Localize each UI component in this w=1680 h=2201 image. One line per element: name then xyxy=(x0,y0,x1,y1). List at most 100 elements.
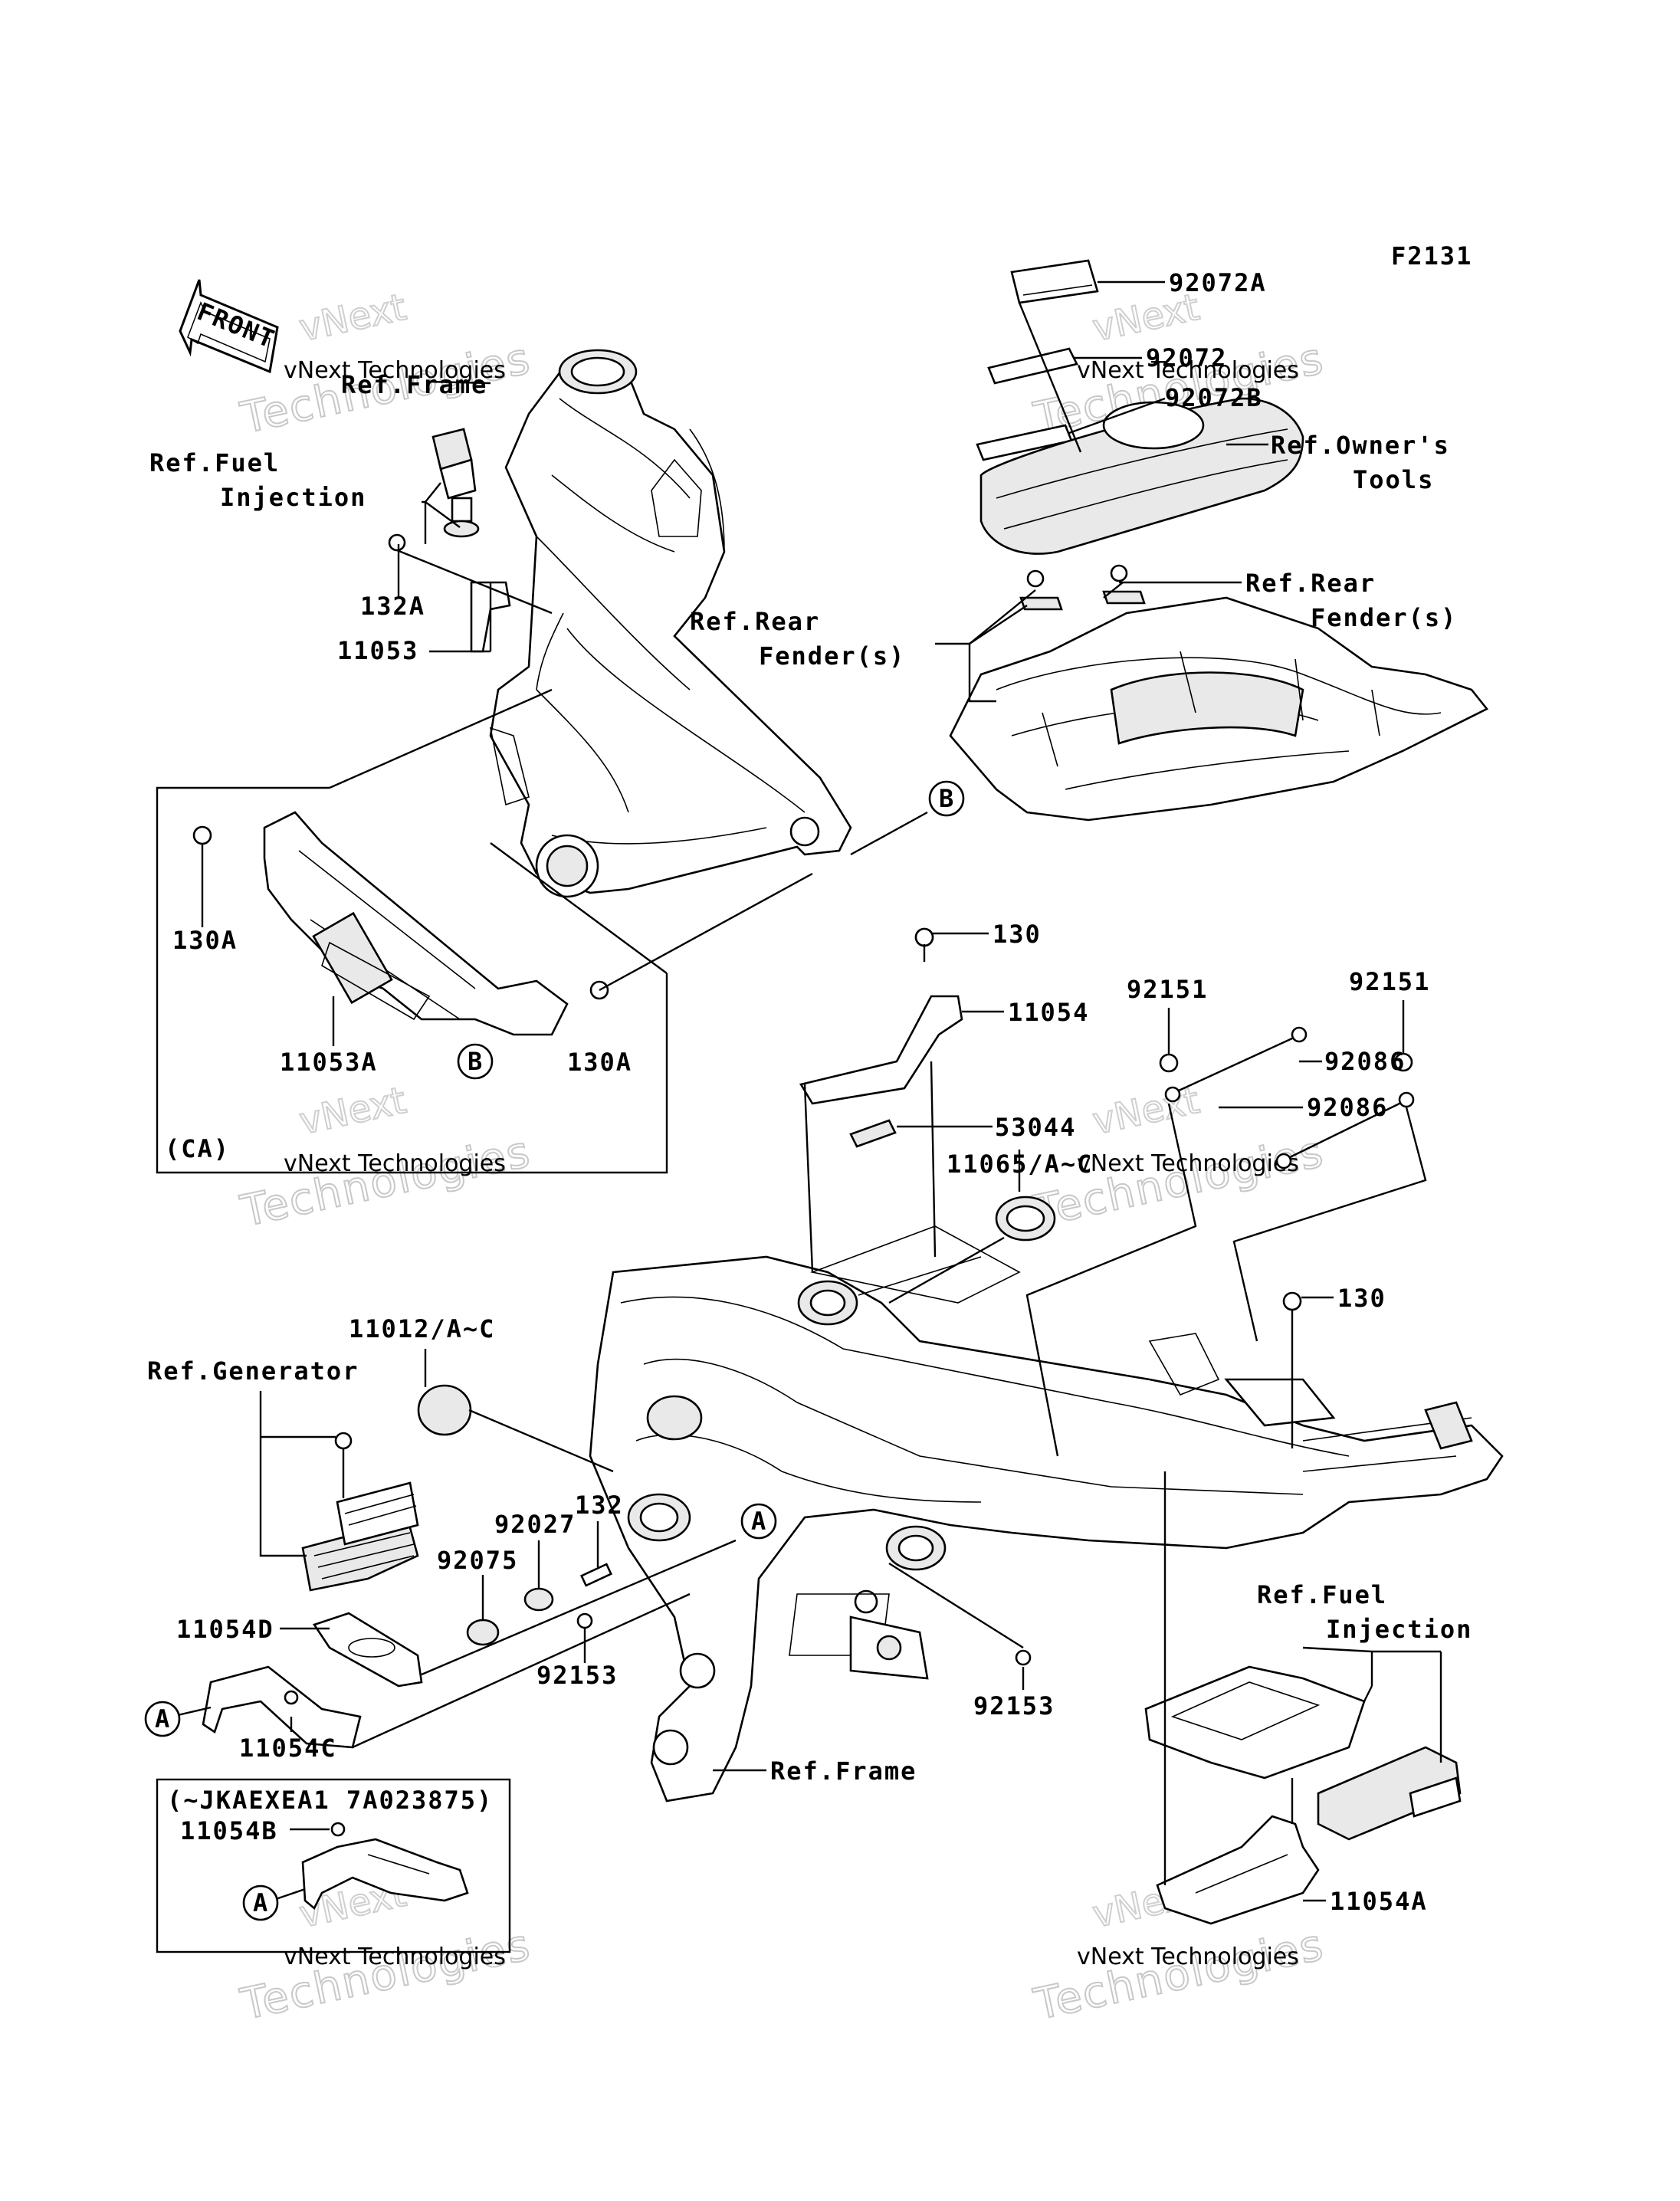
label-ref-owners-tools-2: Tools xyxy=(1353,465,1434,494)
ground-cable-92086-b xyxy=(1275,1091,1415,1169)
label-53044: 53044 xyxy=(995,1113,1076,1142)
label-11053A: 11053A xyxy=(280,1048,378,1077)
label-92027: 92027 xyxy=(494,1510,576,1539)
label-11054B: 11054B xyxy=(180,1816,278,1845)
rear-fender xyxy=(949,596,1489,822)
fender-screw-right xyxy=(1102,564,1146,605)
ecu-bracket-11054A xyxy=(1156,1815,1320,1925)
label-serial-note: (~JKAEXEA1 7A023875) xyxy=(167,1786,493,1815)
label-ref-rear-fender-right-1: Ref.Rear xyxy=(1245,569,1376,598)
regulator-rectifier xyxy=(301,1432,419,1592)
bolt-130-right xyxy=(1282,1291,1302,1311)
label-92086-1: 92086 xyxy=(1324,1047,1406,1076)
bolt-130-top xyxy=(914,927,934,947)
label-92151-right: 92151 xyxy=(1349,967,1430,996)
label-ref-generator: Ref.Generator xyxy=(147,1356,359,1386)
main-frame-upper-view xyxy=(489,349,852,898)
bolt-132 xyxy=(580,1563,612,1587)
label-11054D: 11054D xyxy=(176,1615,274,1644)
owners-tool-bag xyxy=(979,397,1304,555)
label-130A-left: 130A xyxy=(172,926,238,955)
bolt-92151-left xyxy=(1159,1053,1179,1073)
label-130A-right: 130A xyxy=(567,1048,632,1077)
svg-text:vNext Technologies: vNext Technologies xyxy=(284,357,506,384)
label-92153-right: 92153 xyxy=(973,1691,1055,1720)
bracket-11054D xyxy=(312,1612,423,1688)
label-132A: 132A xyxy=(360,592,425,621)
label-92072A: 92072A xyxy=(1169,268,1267,297)
leader-lines xyxy=(177,280,1442,1902)
label-130-top: 130 xyxy=(993,920,1042,949)
label-ref-fuel-injection-top-1: Ref.Fuel xyxy=(149,448,280,477)
label-ref-owners-tools-1: Ref.Owner's xyxy=(1271,431,1450,460)
front-arrow-icon: FRONT xyxy=(179,279,280,374)
svg-text:vNext Technologies: vNext Technologies xyxy=(1077,357,1299,384)
main-frame-lower-view xyxy=(589,1225,1504,1802)
svg-text:Technologies: Technologies xyxy=(236,1127,535,1237)
label-11054A: 11054A xyxy=(1330,1887,1428,1916)
strap-92072 xyxy=(987,347,1078,385)
ecu-unit xyxy=(1317,1746,1462,1841)
bolt-92151-right xyxy=(1393,1052,1413,1072)
label-ca-note: (CA) xyxy=(165,1134,230,1163)
strap-92072A xyxy=(1010,259,1099,304)
label-ref-fuel-injection-top-2: Injection xyxy=(220,483,366,512)
svg-text:Technologies: Technologies xyxy=(1029,1127,1328,1237)
label-ref-rear-fender-mid-1: Ref.Rear xyxy=(690,607,820,636)
ground-cable-92086-a xyxy=(1164,1026,1308,1103)
label-92072: 92072 xyxy=(1146,343,1227,372)
label-ref-rear-fender-mid-2: Fender(s) xyxy=(759,641,905,671)
callout-b-top: B xyxy=(928,780,965,817)
grommet-11065 xyxy=(995,1196,1056,1242)
svg-text:B: B xyxy=(939,784,955,813)
fuel-injection-sensor xyxy=(431,428,480,538)
watermark-mid-left: vNext Technologies vNext Technologies xyxy=(235,1078,536,1238)
label-ref-rear-fender-right-2: Fender(s) xyxy=(1311,603,1457,632)
bolt-132A xyxy=(388,533,430,565)
label-ref-fuel-injection-bottom-1: Ref.Fuel xyxy=(1257,1580,1387,1609)
label-ref-fuel-injection-bottom-2: Injection xyxy=(1326,1615,1472,1644)
svg-text:B: B xyxy=(468,1047,484,1076)
label-ref-frame-bottom: Ref.Frame xyxy=(770,1757,917,1786)
rubber-53044 xyxy=(849,1119,897,1148)
callout-a-frame: A xyxy=(740,1503,777,1540)
ca-inset-box xyxy=(156,786,668,1174)
bolt-92153-left xyxy=(576,1612,593,1629)
svg-text:vNext Technologies: vNext Technologies xyxy=(284,1944,506,1970)
svg-text:A: A xyxy=(155,1704,171,1734)
figure-code: F2131 xyxy=(1391,241,1472,271)
label-132: 132 xyxy=(575,1491,624,1520)
watermark-top-left: vNext Technologies vNext Technologies xyxy=(235,285,536,444)
bolt-92153-right xyxy=(1015,1649,1032,1666)
label-92075: 92075 xyxy=(437,1546,518,1575)
label-130-right: 130 xyxy=(1337,1284,1386,1313)
svg-text:vNext: vNext xyxy=(296,286,410,350)
serial-note-box xyxy=(156,1778,511,1953)
svg-text:vNext: vNext xyxy=(296,1079,410,1143)
svg-text:A: A xyxy=(253,1888,269,1917)
label-92072B: 92072B xyxy=(1165,383,1263,412)
label-11054C: 11054C xyxy=(239,1734,337,1763)
cap-11012 xyxy=(417,1384,472,1436)
label-92153-left: 92153 xyxy=(536,1661,618,1690)
label-ref-frame-top: Ref.Frame xyxy=(341,370,487,399)
label-92086-2: 92086 xyxy=(1307,1093,1388,1122)
svg-text:Technologies: Technologies xyxy=(236,1920,535,2030)
svg-text:A: A xyxy=(751,1507,767,1536)
label-11065: 11065/A~C xyxy=(947,1150,1093,1179)
svg-text:vNext: vNext xyxy=(1089,1079,1203,1143)
bracket-11053 xyxy=(470,581,511,653)
svg-text:Technologies: Technologies xyxy=(1029,1920,1328,2030)
callout-a-bracket: A xyxy=(144,1701,181,1737)
label-11012: 11012/A~C xyxy=(349,1314,495,1343)
collar-92027 xyxy=(523,1587,554,1612)
fender-screw-left xyxy=(1019,569,1063,611)
svg-text:vNext Technologies: vNext Technologies xyxy=(1077,1150,1299,1177)
ecu-holder xyxy=(1144,1665,1366,1779)
label-11053: 11053 xyxy=(337,636,418,665)
damper-92075 xyxy=(466,1619,500,1646)
label-11054: 11054 xyxy=(1008,998,1089,1027)
bracket-11054C xyxy=(202,1665,362,1749)
callout-a-serial: A xyxy=(242,1884,279,1921)
label-92151-left: 92151 xyxy=(1127,975,1208,1004)
